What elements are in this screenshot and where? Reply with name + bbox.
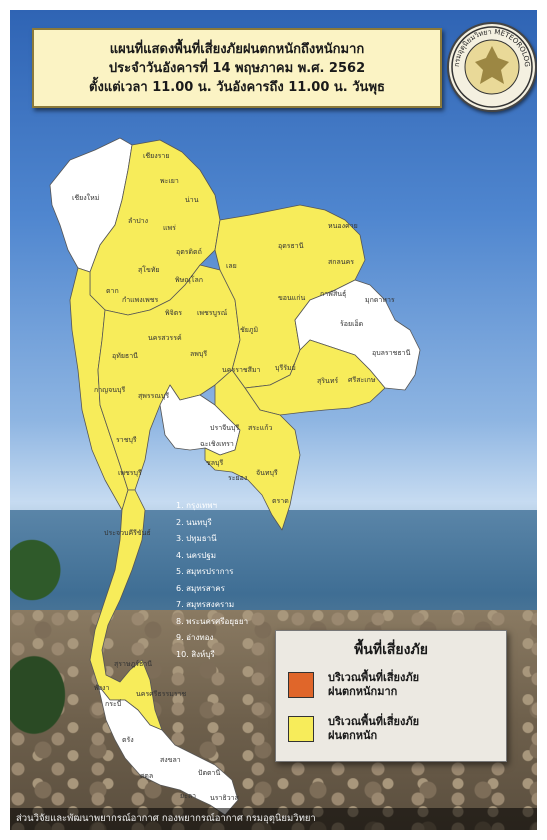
label-ratchaburi: ราชบุรี [116,436,137,444]
label-krabi: กระบี่ [105,699,121,708]
list-item: 6. สมุทรสาคร [176,583,225,593]
label-chonburi: ชลบุรี [206,459,223,467]
legend-swatch [288,672,314,698]
label-surin: สุรินทร์ [317,377,338,385]
label-srakaeo: สระแก้ว [248,424,273,432]
label-ubon: อุบลราชธานี [372,349,411,357]
legend-swatch [288,716,314,742]
label-songkhla: สงขลา [160,756,181,764]
label-buriram: บุรีรัมย์ [275,364,296,372]
label-yala: ยะลา [180,792,196,800]
numbered-province-list: 1. กรุงเทพฯ 2. นนทบุรี 3. ปทุมธานี 4. นค… [176,498,248,663]
label-chiangrai: เชียงราย [143,152,169,160]
label-chachoengsao: ฉะเชิงเทรา [200,440,234,448]
province-labels: เชียงราย เชียงใหม่ พะเยา น่าน ลำปาง แพร่… [72,152,411,802]
legend-item-heavy: บริเวณพื้นที่เสี่ยงภัย ฝนตกหนัก [288,715,419,743]
label-nakhonsi: นครศรีธรรมราช [136,690,187,698]
label-suphanburi: สุพรรณบุรี [138,392,169,400]
legend-label: บริเวณพื้นที่เสี่ยงภัย [328,671,420,684]
tree-decoration [10,650,70,740]
label-nongkhai: หนองคาย [328,222,358,230]
legend-label: ฝนตกหนักมาก [328,685,398,698]
label-prachuap: ประจวบคีรีขันธ์ [104,529,151,537]
label-lampang: ลำปาง [128,217,148,225]
label-korat: นครราชสีมา [222,366,261,374]
map-title: แผนที่แสดงพื้นที่เสี่ยงภัยฝนตกหนักถึงหนั… [109,41,365,57]
label-chaiyaphum: ชัยภูมิ [240,326,258,334]
label-uttaradit: อุตรดิตถ์ [176,248,202,256]
label-kanchanaburi: กาญจนบุรี [94,386,125,394]
list-item: 3. ปทุมธานี [176,534,217,543]
label-phetchaburi: เพชรบุรี [118,469,142,477]
label-udonthani: อุดรธานี [278,242,304,250]
footer-credit: ส่วนวิจัยและพัฒนาพยากรณ์อากาศ กองพยากรณ์… [10,808,537,830]
label-phetchabun: เพชรบูรณ์ [197,309,228,317]
label-rayong: ระยอง [228,474,247,482]
label-lopburi: ลพบุรี [190,350,207,358]
list-item: 4. นครปฐม [176,550,217,560]
label-suratthani: สุราษฎร์ธานี [114,660,152,668]
label-trat: ตราด [272,497,289,505]
label-satun: สตูล [140,772,153,780]
list-item: 9. อ่างทอง [176,633,214,642]
label-sakonnakhon: สกลนคร [328,258,354,266]
label-phayao: พะเยา [160,177,179,185]
list-item: 2. นนทบุรี [176,517,212,527]
list-item: 7. สมุทรสงคราม [176,600,235,609]
label-chanthaburi: จันทบุรี [256,469,278,477]
label-chiangmai: เชียงใหม่ [72,193,99,202]
legend-title: พื้นที่เสี่ยงภัย [354,642,428,658]
legend-label: บริเวณพื้นที่เสี่ยงภัย [328,715,420,728]
list-item: 5. สมุทรปราการ [176,567,234,576]
label-tak: ตาก [106,287,119,295]
region-south-lower [97,684,239,816]
label-khonkaen: ขอนแก่น [278,294,306,302]
label-nan: น่าน [185,196,199,204]
map-frame: เชียงราย เชียงใหม่ พะเยา น่าน ลำปาง แพร่… [10,10,537,830]
label-uthaithani: อุทัยธานี [112,352,138,360]
label-phangnga: พังงา [94,684,109,692]
label-roiet: ร้อยเอ็ด [340,319,363,328]
label-kamphaengphet: กำแพงเพชร [122,296,158,304]
legend: พื้นที่เสี่ยงภัย บริเวณพื้นที่เสี่ยงภัย … [275,630,507,762]
label-pattani: ปัตตานี [198,769,220,777]
label-phrae: แพร่ [163,224,176,232]
legend-label: ฝนตกหนัก [328,729,378,742]
label-narathiwat: นราธิวาส [210,794,240,802]
label-nakhonsawan: นครสวรรค์ [148,334,182,342]
thailand-map: เชียงราย เชียงใหม่ พะเยา น่าน ลำปาง แพร่… [49,137,421,816]
region-northeast-south [244,339,386,416]
list-item: 8. พระนครศรีอยุธยา [176,616,249,626]
label-phichit: พิจิตร [165,309,182,317]
map-date: ประจำวันอังคารที่ 14 พฤษภาคม พ.ศ. 2562 [108,60,366,76]
label-mukdahan: มุกดาหาร [365,296,395,304]
map-title-box: แผนที่แสดงพื้นที่เสี่ยงภัยฝนตกหนักถึงหนั… [32,28,442,108]
label-sisaket: ศรีสะเกษ [348,376,376,384]
legend-item-very-heavy: บริเวณพื้นที่เสี่ยงภัย ฝนตกหนักมาก [288,671,419,699]
region-east [204,369,301,531]
label-kalasin: กาฬสินธุ์ [320,290,346,298]
label-prachinburi: ปราจีนบุรี [210,424,239,432]
tmd-seal-icon: กรมอุตุนิยมวิทยา METEOROLOGICAL DEPARTME… [446,18,537,112]
label-trang: ตรัง [122,736,134,744]
region-south-upper [89,489,163,731]
label-sukhothai: สุโขทัย [138,265,160,274]
label-loei: เลย [226,262,237,270]
list-item: 10. สิงห์บุรี [176,649,215,659]
map-time-range: ตั้งแต่เวลา 11.00 น. วันอังคารถึง 11.00 … [89,79,385,95]
tree-decoration [10,535,65,605]
label-phitsanulok: พิษณุโลก [175,275,203,284]
list-item: 1. กรุงเทพฯ [176,501,217,510]
